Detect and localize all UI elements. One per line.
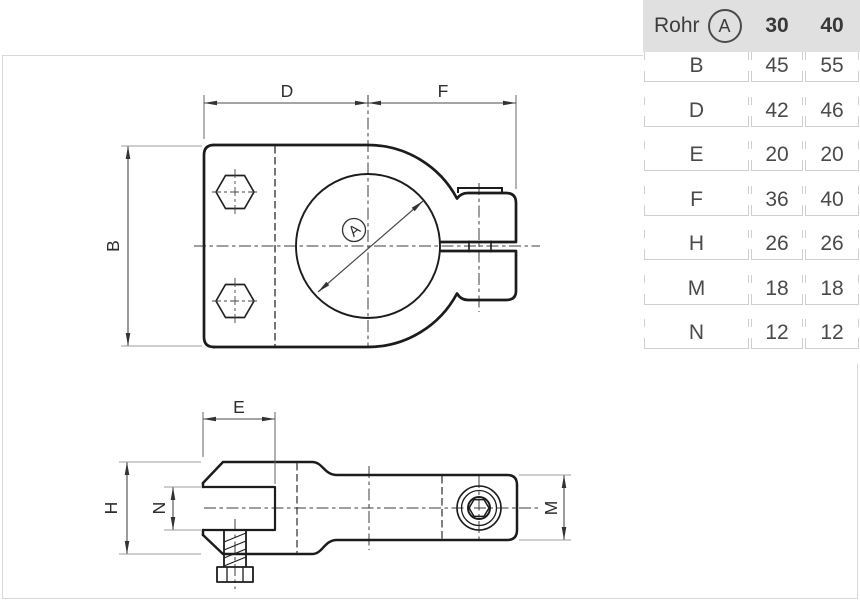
diameter-arrow-line (317, 200, 424, 293)
dim-label-h: H (101, 502, 121, 515)
column-header-30: 30 (765, 14, 789, 37)
screw-head (216, 566, 254, 583)
label-a-circle (341, 217, 367, 243)
value-40: 55 (804, 52, 860, 82)
ext-lines-top (203, 95, 517, 189)
hex-bolt-crosshairs (212, 169, 258, 324)
value-30: 36 (750, 185, 804, 216)
side-profile (201, 460, 519, 556)
boss-inner-circle (467, 496, 491, 520)
arrowheads-top (125, 100, 516, 346)
arrowheads-bottom (124, 416, 567, 554)
clamp-body-outline (202, 143, 518, 349)
jaw-slot (201, 485, 277, 532)
rohr-label: Rohr (654, 14, 700, 37)
value-40: 46 (804, 96, 860, 127)
screw-head-facets (226, 567, 244, 582)
dim-label-f: F (438, 81, 449, 101)
value-40: 18 (804, 274, 860, 305)
socket-boss (456, 485, 502, 531)
value-40: 40 (804, 185, 860, 216)
boss-hex-socket (468, 498, 490, 518)
value-30: 20 (750, 141, 804, 171)
screw-shaft (223, 530, 247, 567)
value-30: 45 (750, 52, 804, 82)
value-40: 20 (804, 141, 860, 171)
diameter-arrowhead-lower (318, 281, 330, 292)
table-header: Rohr A 30 40 (643, 0, 860, 52)
table-row: F 36 40 (643, 185, 860, 231)
centerlines-top-view (194, 95, 540, 347)
value-30: 12 (750, 319, 804, 349)
column-header-40: 40 (820, 14, 844, 37)
clamp-tab (457, 187, 503, 193)
clamp-screw (216, 530, 254, 583)
row-label: D (643, 96, 750, 127)
slot-screw-section (468, 240, 492, 253)
bottom-view: E H N M (101, 397, 571, 589)
table-row: N 12 12 (643, 319, 860, 364)
top-view: A D F B (103, 81, 540, 349)
dim-label-b: B (103, 240, 123, 252)
row-label: N (643, 319, 750, 349)
value-30: 42 (750, 96, 804, 127)
dim-label-m: M (541, 501, 561, 516)
ext-lines-bottom-gray (119, 461, 571, 555)
row-label: H (643, 230, 750, 260)
dim-label-n: N (149, 502, 169, 515)
circled-a-symbol: A (707, 9, 742, 43)
boss-outer-circle (456, 485, 502, 531)
screw-threads (223, 532, 247, 567)
table-row: B 45 55 (643, 52, 860, 97)
table-row: H 26 26 (643, 230, 860, 275)
clamp-upper-profile (212, 143, 518, 244)
value-30: 26 (750, 230, 804, 260)
row-label: M (643, 274, 750, 305)
dim-label-d: D (281, 81, 294, 101)
boss-mid-circle (460, 489, 498, 527)
dim-lines-top (127, 102, 516, 346)
table-row: E 20 20 (643, 141, 860, 186)
table-row: D 42 46 (643, 96, 860, 142)
ext-lines-e (202, 412, 276, 484)
value-40: 12 (804, 319, 860, 349)
diameter-arrowhead-upper (411, 201, 423, 212)
ext-lines-b (121, 145, 202, 347)
row-label: B (643, 52, 750, 82)
dimension-table: Rohr A 30 40 B 45 55 D 42 46 E 20 20 F 3… (643, 0, 860, 364)
side-body-outline (201, 460, 519, 556)
dim-label-e: E (233, 397, 245, 417)
row-label: F (643, 185, 750, 216)
value-30: 18 (750, 274, 804, 305)
clamp-left-edge (202, 143, 216, 349)
clamp-lower-profile (212, 249, 518, 349)
hidden-lines-bottom (296, 463, 443, 553)
row-label: E (643, 141, 750, 171)
pipe-bore-circle (295, 173, 441, 319)
table-header-rohr: Rohr A (643, 9, 750, 43)
table-row: M 18 18 (643, 274, 860, 320)
value-40: 26 (804, 230, 860, 260)
